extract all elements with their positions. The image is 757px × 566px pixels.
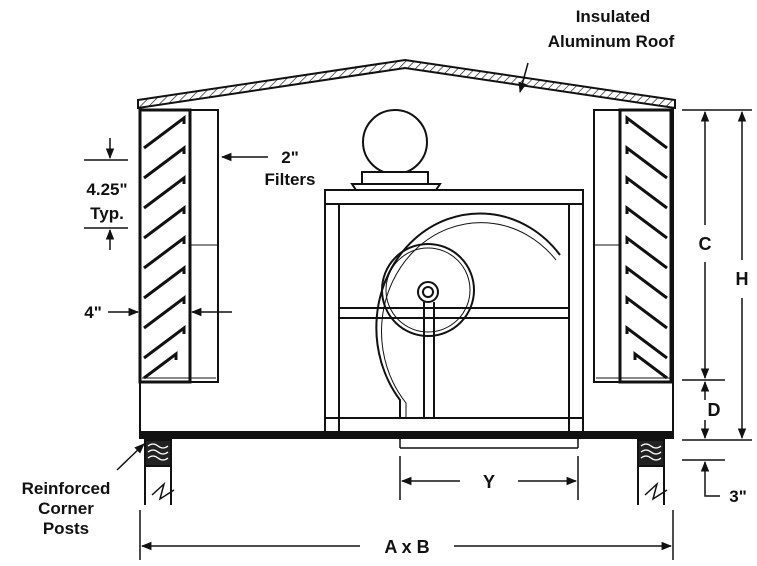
dim-d-label: D (708, 400, 721, 420)
corner-posts-label-line2: Corner (38, 499, 94, 518)
blower-wheel (381, 243, 475, 418)
dim-3-label: 3" (729, 487, 747, 506)
dimension-lines (84, 62, 752, 560)
left-corner-post (144, 439, 175, 505)
left-louver-section (138, 108, 219, 384)
louver-spacing-label-line2: Typ. (90, 204, 124, 223)
blower-frame (324, 189, 584, 433)
dim-axb-label: A x B (384, 537, 429, 557)
discharge-opening (399, 438, 579, 449)
dim-c-label: C (699, 234, 712, 254)
insulated-roof (137, 58, 676, 110)
louver-spacing-label-line1: 4.25" (86, 180, 127, 199)
dim-y-label: Y (483, 472, 495, 492)
corner-posts-label-line3: Posts (43, 519, 89, 538)
filters-label-line1: 2" (281, 148, 299, 167)
motor (350, 109, 442, 191)
roof-label-line2: Aluminum Roof (548, 32, 675, 51)
right-louver-section (593, 108, 673, 384)
blower-housing (375, 212, 561, 418)
right-corner-post (637, 439, 668, 505)
corner-posts-label-line1: Reinforced (22, 479, 111, 498)
filters-label-line2: Filters (264, 170, 315, 189)
dim-h-label: H (736, 269, 749, 289)
louver-depth-label: 4" (84, 303, 102, 322)
roof-label-line1: Insulated (576, 7, 651, 26)
left-louver-blades (143, 115, 186, 380)
right-louver-blades (625, 115, 668, 380)
